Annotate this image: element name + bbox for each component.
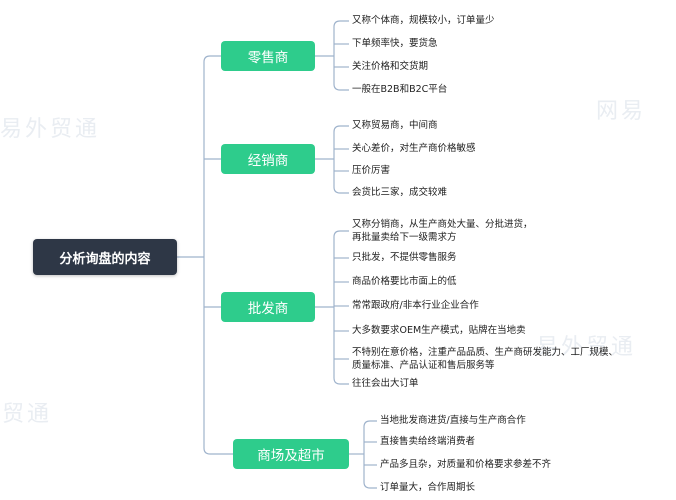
leaf-item: 常常跟政府/非本行业企业合作 — [352, 300, 479, 311]
leaf-item: 压价厉害 — [352, 165, 391, 176]
leaf-item: 又称贸易商，中间商 — [352, 120, 438, 131]
leaf-item: 只批发，不提供零售服务 — [352, 252, 457, 263]
leaf-item: 当地批发商进货/直接与生产商合作 — [380, 415, 526, 426]
connector-line — [333, 20, 349, 28]
leaf-item: 往往会出大订单 — [352, 378, 419, 389]
leaf-item: 一般在B2B和B2C平台 — [352, 84, 448, 95]
leaf-item: 又称个体商，规模较小，订单量少 — [352, 15, 495, 26]
connector-line — [333, 186, 349, 194]
leaf-item: 不特别在意价格，注重产品品质、生产商研发能力、工厂规模、 质量标准、产品认证和售… — [352, 346, 618, 372]
connector-line — [363, 481, 377, 489]
leaf-line: 质量标准、产品认证和售后服务等 — [352, 360, 495, 371]
branch-mall-supermarket[interactable]: 商场及超市 — [233, 439, 349, 469]
connector-line — [333, 377, 349, 385]
leaf-item: 又称分销商，从生产商处大量、分批进货， 再批量卖给下一级需求方 — [352, 218, 533, 244]
leaf-item: 商品价格要比市面上的低 — [352, 276, 457, 287]
leaf-item: 产品多且杂，对质量和价格要求参差不齐 — [380, 459, 552, 470]
connector-line — [333, 230, 349, 238]
leaf-item: 关注价格和交货期 — [352, 61, 429, 72]
leaf-line: 又称分销商，从生产商处大量、分批进货， — [352, 219, 533, 230]
connector-line — [333, 83, 349, 91]
leaf-item: 直接售卖给终端消费者 — [380, 436, 476, 447]
leaf-item: 订单量大，合作周期长 — [380, 482, 476, 493]
connector-line — [363, 420, 377, 428]
leaf-item: 大多数要求OEM生产模式，贴牌在当地卖 — [352, 325, 526, 336]
leaf-line: 不特别在意价格，注重产品品质、生产商研发能力、工厂规模、 — [352, 347, 619, 358]
connector-line — [203, 447, 233, 455]
leaf-item: 下单频率快，要货急 — [352, 38, 438, 49]
leaf-line: 再批量卖给下一级需求方 — [352, 232, 457, 243]
connector-line — [203, 55, 221, 63]
branch-distributor[interactable]: 经销商 — [221, 144, 315, 174]
leaf-item: 会货比三家，成交较难 — [352, 187, 448, 198]
connector-line — [333, 125, 349, 133]
branch-wholesaler[interactable]: 批发商 — [221, 292, 315, 322]
branch-retailer[interactable]: 零售商 — [221, 41, 315, 71]
leaf-item: 关心差价，对生产商价格敏感 — [352, 143, 476, 154]
root-node[interactable]: 分析询盘的内容 — [33, 239, 177, 275]
